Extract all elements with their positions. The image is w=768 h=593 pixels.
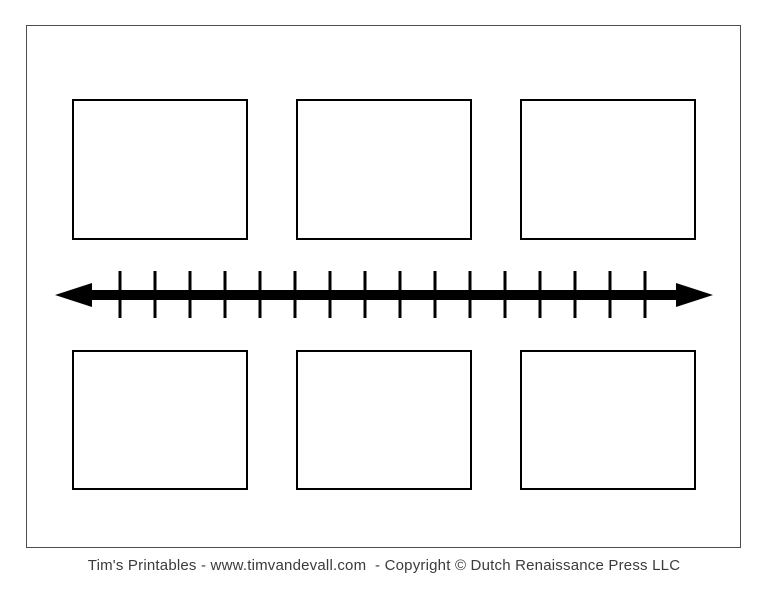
timeline-event-box bbox=[520, 350, 696, 490]
timeline-event-box bbox=[520, 99, 696, 240]
timeline-event-box bbox=[72, 99, 248, 240]
timeline-event-box bbox=[72, 350, 248, 490]
timeline-event-box bbox=[296, 99, 472, 240]
right-arrowhead-icon bbox=[676, 283, 713, 307]
left-arrowhead-icon bbox=[55, 283, 92, 307]
timeline-arrow bbox=[55, 271, 713, 318]
footer-credit: Tim's Printables - www.timvandevall.com … bbox=[87, 557, 681, 574]
timeline-event-box bbox=[296, 350, 472, 490]
